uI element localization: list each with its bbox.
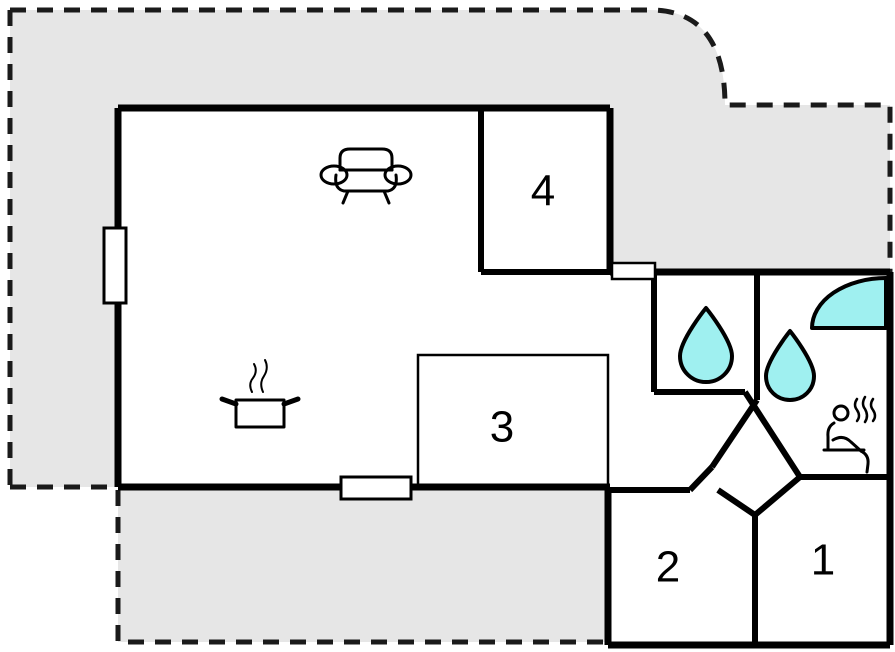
room-label-1: 1 [811, 536, 835, 585]
stove-icon [219, 359, 301, 429]
wall-hall-left [687, 464, 715, 493]
exterior-areas [10, 10, 890, 642]
heat-wave [853, 397, 861, 423]
water-drop-icon [764, 329, 816, 402]
wall-diagonal-lower [709, 398, 760, 469]
wall-hall-bottom-left [716, 487, 757, 518]
property-dashed-outline [7, 7, 893, 645]
steam-wisp [249, 363, 257, 393]
interior-floor-main [118, 105, 890, 642]
room3-outline [416, 353, 610, 489]
interior-walls [478, 108, 890, 645]
interior-floor [118, 105, 890, 642]
exterior-area-bottom [118, 490, 608, 642]
thin-room-outlines [416, 353, 610, 489]
steam-wisp [260, 359, 268, 393]
water-drop-icon [678, 306, 734, 384]
sauna-icon [822, 395, 877, 474]
room-label-2: 2 [656, 543, 680, 592]
exterior-walls [114, 104, 894, 649]
wall-hall-bottom [753, 474, 802, 518]
heat-wave [861, 395, 869, 424]
window [102, 226, 128, 305]
heat-wave [869, 397, 877, 423]
corner-bath-icon [810, 276, 888, 330]
sofa-icon [319, 147, 413, 205]
room-label-3: 3 [490, 403, 514, 452]
window [339, 475, 413, 501]
openings [102, 226, 657, 501]
door [610, 261, 657, 281]
exterior-area-top [10, 10, 890, 487]
room-label-4: 4 [531, 167, 555, 216]
